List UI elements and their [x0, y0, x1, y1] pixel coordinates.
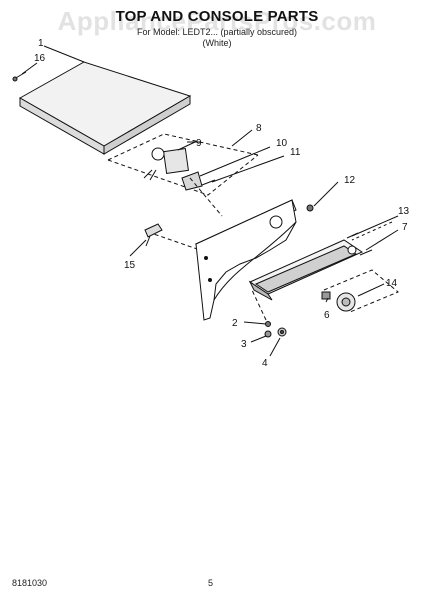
- console-panel: [194, 199, 297, 321]
- callout-1: 1: [38, 38, 44, 49]
- callout-8: 8: [256, 123, 262, 134]
- page-number: 5: [208, 578, 214, 588]
- callout-2: 2: [232, 318, 238, 329]
- model-line: For Model: LEDT2... (partially obscured): [136, 27, 298, 37]
- bushing-6: [321, 291, 331, 300]
- screw-12: [306, 204, 314, 212]
- callout-16: 16: [34, 53, 46, 64]
- timer-switch-9: [143, 141, 200, 181]
- callout-3: 3: [241, 339, 247, 350]
- document-number: 8181030: [12, 578, 48, 588]
- console-trim: [248, 239, 364, 301]
- callout-7: 7: [402, 222, 408, 233]
- clip-2: [265, 321, 271, 327]
- callout-11: 11: [290, 147, 301, 158]
- callout-9: 9: [196, 138, 202, 149]
- callout-4: 4: [262, 358, 268, 369]
- callout-labels: 1 16 8 9 10 11 12 13 7 14 6 15 2 3 4: [34, 38, 410, 369]
- screw-11: [201, 179, 216, 186]
- callout-10: 10: [276, 138, 288, 149]
- part-7: [359, 249, 373, 256]
- callout-14: 14: [386, 278, 398, 289]
- screw-3: [264, 330, 272, 338]
- callout-12: 12: [344, 175, 356, 186]
- knob-14: [336, 292, 356, 312]
- callout-13: 13: [398, 206, 410, 217]
- callout-15: 15: [124, 260, 136, 271]
- callout-6: 6: [324, 310, 330, 321]
- screw-16: [12, 71, 27, 82]
- nut-4: [277, 327, 287, 337]
- page-title: TOP AND CONSOLE PARTS: [115, 8, 319, 25]
- switch-15: [144, 223, 163, 247]
- top-panel: [18, 61, 192, 155]
- variant-label: (White): [202, 38, 232, 48]
